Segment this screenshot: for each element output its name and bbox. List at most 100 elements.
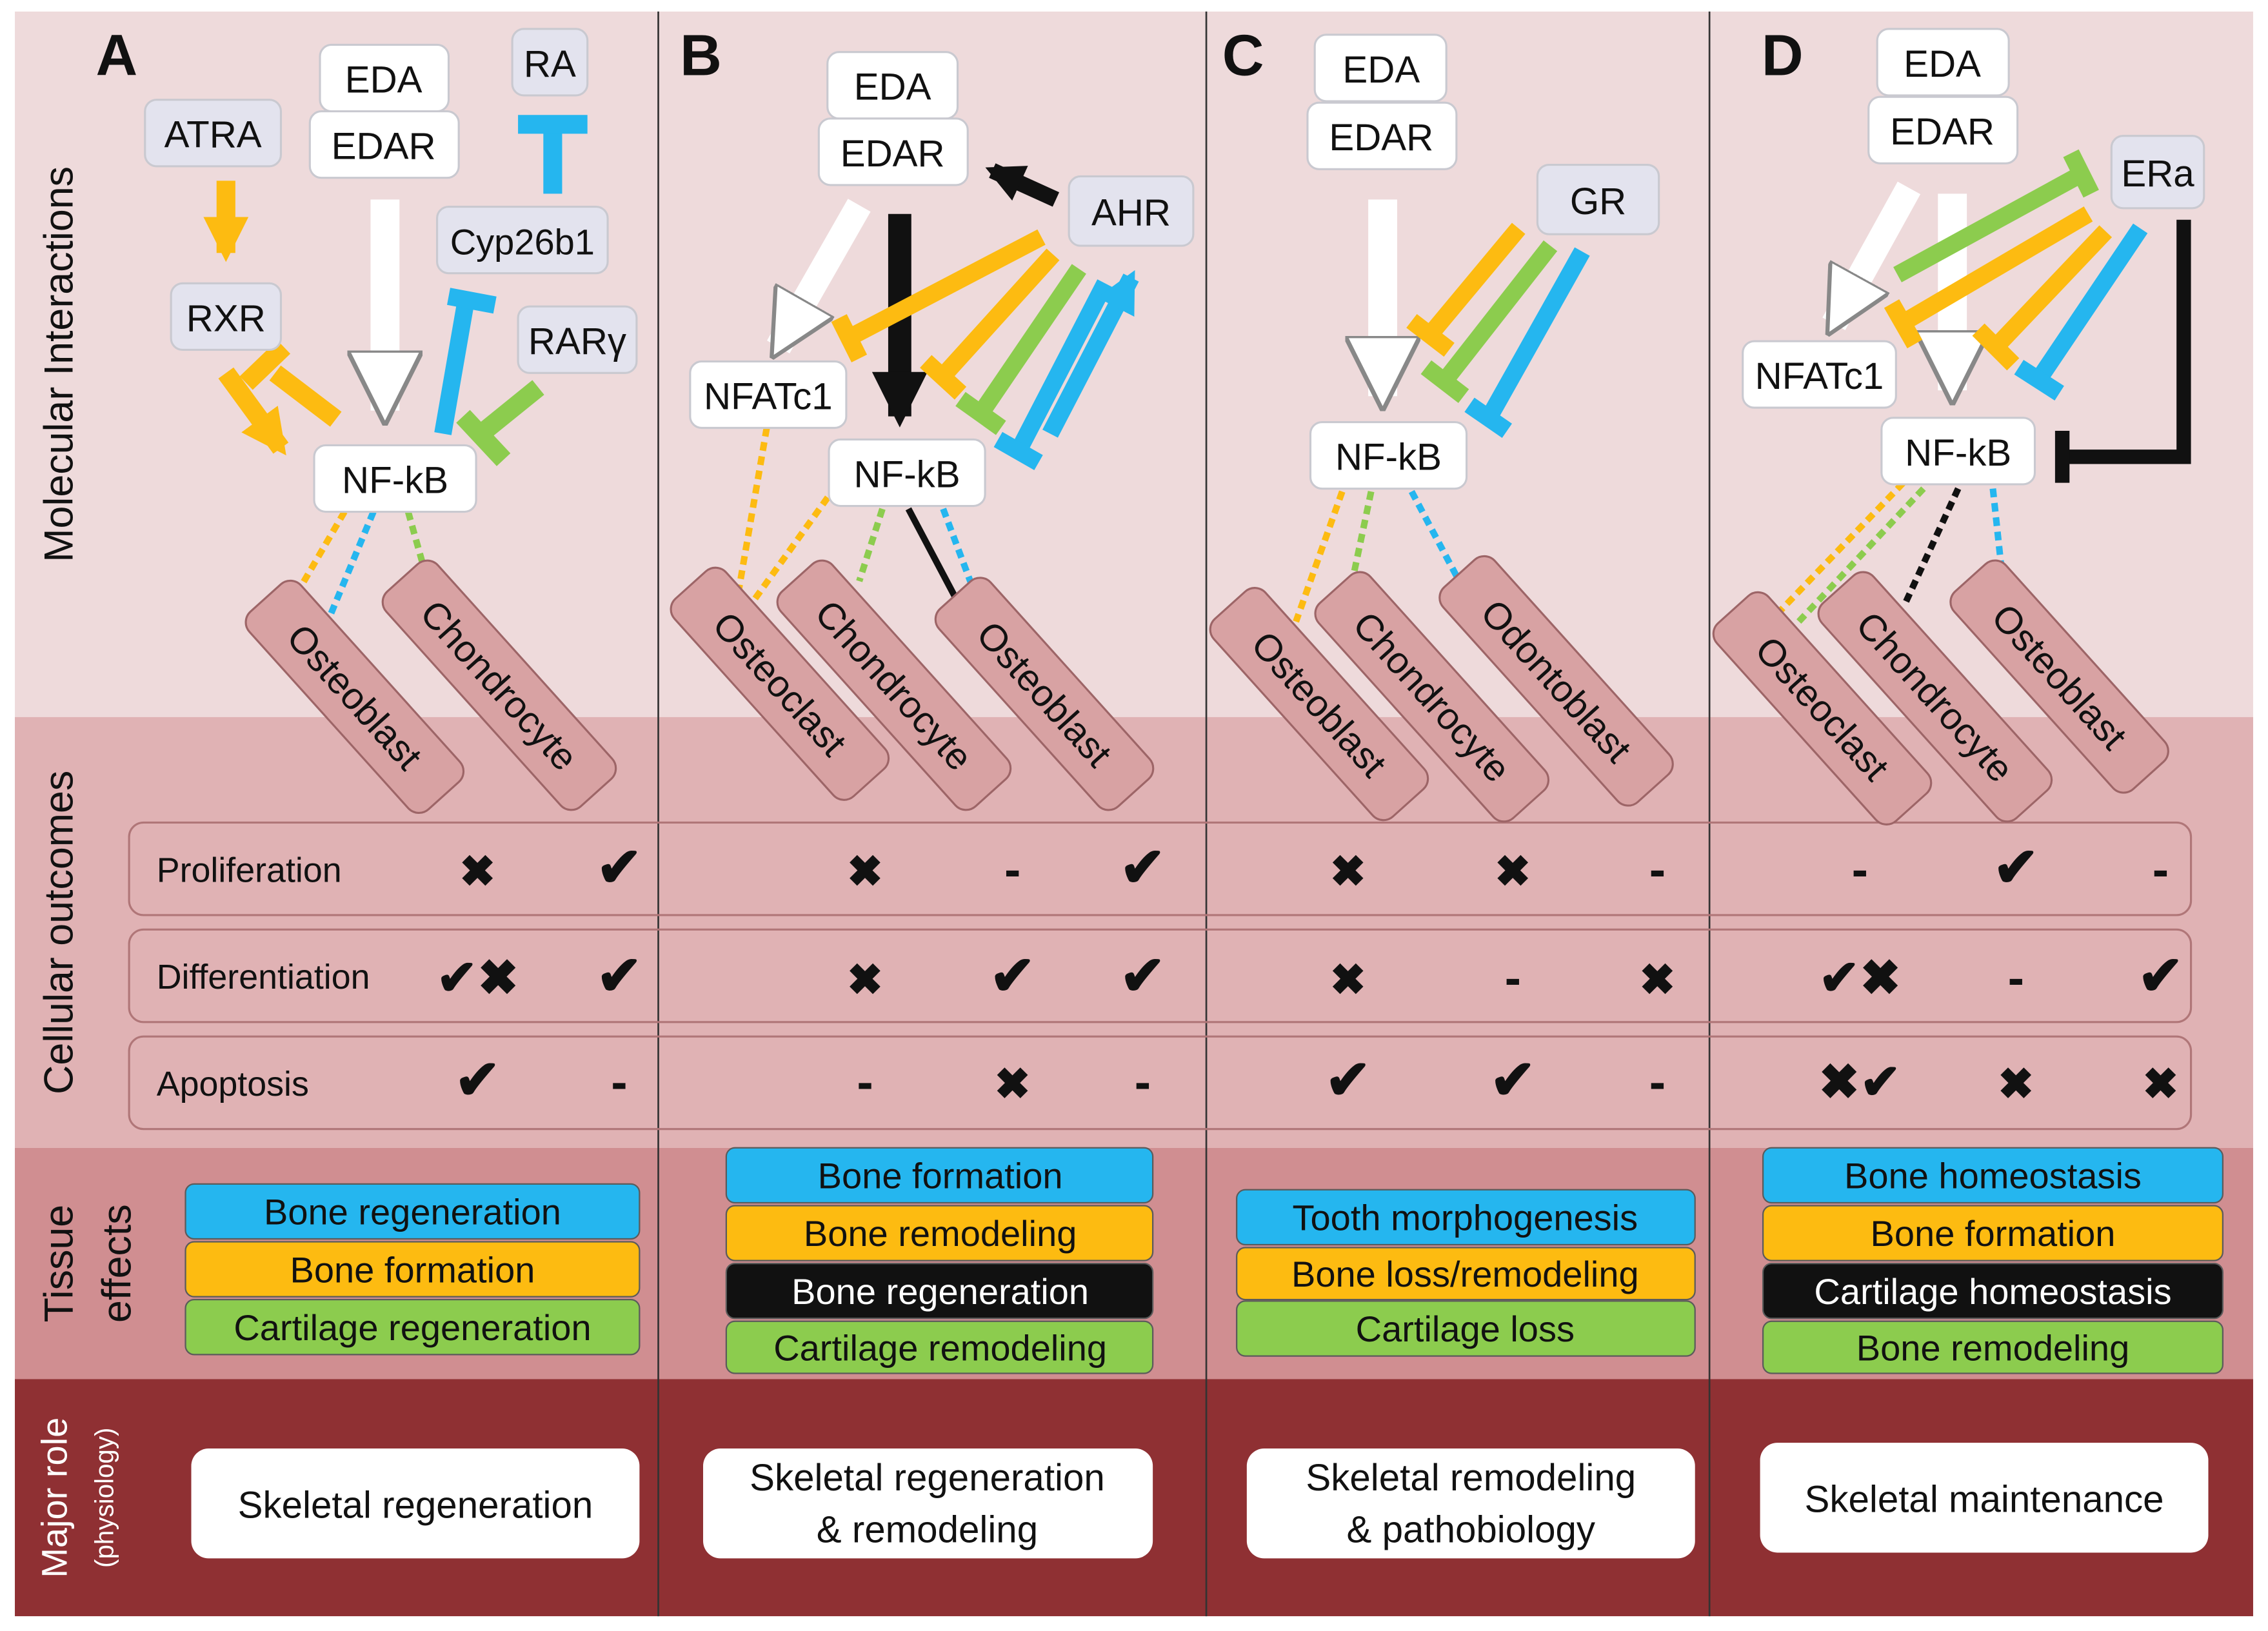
outcome-mark-dash: - <box>2008 951 2024 1005</box>
node-box <box>689 360 848 430</box>
panel-letter-c: C <box>1222 24 1264 88</box>
node-box <box>1309 420 1468 490</box>
outcome-mark-x: ✖ <box>995 1060 1031 1109</box>
ahr-inhibit-nfkb-blue-line <box>1010 279 1113 455</box>
node-box <box>144 99 283 168</box>
outcome-mark-dash: - <box>1852 842 1868 897</box>
effect-label: Cartilage regeneration <box>234 1307 591 1348</box>
outcome-mark-x: ✖ <box>2142 1060 2178 1109</box>
tissue-effects-d: Bone homeostasis Bone formation Cartilag… <box>1762 1147 2224 1374</box>
nfkb-link-chondrocyte-black <box>1903 487 1962 603</box>
effect-bar <box>725 1147 1154 1204</box>
outcome-mark-checkx: ✔✖ <box>436 951 519 1005</box>
outcome-mark-check: ✔ <box>596 945 642 1007</box>
node-edar: EDAR <box>1890 111 1994 153</box>
row-label-tissue-1: Tissue <box>37 1205 82 1322</box>
outcome-mark-check: ✔ <box>2138 945 2183 1007</box>
effect-bar <box>1236 1247 1696 1301</box>
role-box <box>1760 1443 2209 1553</box>
outcome-mark-x: ✖ <box>1330 956 1366 1004</box>
outcome-marks: ✖✔✔✖✔✔-✖-✔✖✔✔-✖-✖✖-✖-✖✔✔--✔-✔✖-✔✖✔✖✖ <box>436 837 2183 1111</box>
nfkb-link-odontoblast-blue <box>1408 489 1464 586</box>
outcome-mark-x: ✖ <box>1330 847 1366 896</box>
row-label-tissue-2: effects <box>94 1204 139 1323</box>
node-box <box>435 205 609 275</box>
outcome-mark-x: ✖ <box>1495 847 1531 896</box>
node-edar: EDAR <box>332 126 436 168</box>
effect-bar <box>725 1320 1154 1374</box>
outcome-mark-xcheck: ✖✔ <box>1818 1055 1901 1110</box>
node-gr: GR <box>1570 181 1626 222</box>
node-ahr: AHR <box>1091 192 1171 234</box>
effect-bar <box>1236 1300 1696 1357</box>
node-eda: EDA <box>1342 49 1420 91</box>
ahr-inhibit-nfkb-green-bar <box>955 391 1006 435</box>
outcome-mark-check: ✔ <box>596 837 642 898</box>
node-box <box>517 305 638 374</box>
gr-inhibit-nfkb-green-bar <box>1420 360 1469 403</box>
era-inhibit-nfkb-blue-bar <box>2014 360 2064 401</box>
outcome-row-box <box>128 928 2193 1023</box>
role-d-line-1: Skeletal maintenance <box>1804 1479 2164 1521</box>
ahr-to-edar-arrow <box>985 163 1060 207</box>
effect-bar <box>184 1241 641 1298</box>
row-label-role-2: (physiology) <box>89 1428 119 1568</box>
node-nfkb: NF-kB <box>1905 432 2011 474</box>
node-nfkb: NF-kB <box>342 459 448 501</box>
outcome-mark-dash: - <box>857 1055 873 1110</box>
role-box <box>191 1448 640 1559</box>
ahr-inhibit-nfkb-green-line <box>973 264 1086 419</box>
node-atra: ATRA <box>164 114 262 156</box>
panel-letter-b: B <box>680 24 722 88</box>
node-eda: EDA <box>854 66 931 108</box>
outcome-label-apoptosis: Apoptosis <box>157 1065 309 1103</box>
panel-d-interactions <box>1759 149 2191 633</box>
rxr-to-nfkb-arrow <box>218 367 289 456</box>
outcome-mark-dash: - <box>1505 951 1521 1005</box>
tissue-effects-b: Bone formation Bone remodeling Bone rege… <box>725 1147 1154 1374</box>
outcome-mark-dash: - <box>611 1055 627 1110</box>
outcome-row-box <box>128 821 2193 916</box>
node-box <box>1867 95 2019 164</box>
node-nfatc1: NFATc1 <box>1755 355 1884 397</box>
nfkb-to-ahr-arrow <box>1042 270 1139 438</box>
rxr-inhibit-nfkb <box>269 365 342 427</box>
outcome-mark-check: ✔ <box>1490 1050 1536 1111</box>
nfkb-link-osteoblast-blue <box>940 508 981 603</box>
role-box <box>1246 1448 1695 1559</box>
node-cyp26b1: Cyp26b1 <box>450 222 595 262</box>
outcome-mark-x: ✖ <box>847 956 883 1004</box>
outcome-mark-x: ✖ <box>459 847 495 896</box>
node-box <box>828 438 986 508</box>
panel-letter-d: D <box>1762 24 1804 88</box>
outcome-mark-check: ✔ <box>1120 945 1166 1007</box>
rxr-inhibit-bar <box>239 340 291 390</box>
gr-inhibit-nfkb-orange-line <box>1425 222 1526 339</box>
nfkb-link-osteoblast-blue <box>327 510 377 617</box>
effect-label: Cartilage loss <box>1356 1309 1575 1349</box>
effect-bar <box>725 1205 1154 1261</box>
effect-bar <box>1762 1205 2224 1261</box>
node-box <box>1068 175 1195 247</box>
nfkb-link-osteoblast-orange <box>1293 490 1346 623</box>
node-edar: EDAR <box>841 133 945 175</box>
panel-letter-a: A <box>96 24 138 88</box>
effect-label: Tooth morphogenesis <box>1293 1198 1638 1238</box>
outcome-mark-checkx: ✔✖ <box>1818 951 1901 1005</box>
node-box <box>1880 417 2036 486</box>
outcome-label-differentiation: Differentiation <box>157 958 370 996</box>
node-box <box>2110 135 2205 210</box>
gr-inhibit-nfkb-orange-bar <box>1406 313 1455 357</box>
cyp-inhibit-nfkb-line <box>434 299 475 435</box>
nfkb-link-chondrocyte-green <box>856 508 886 582</box>
outcome-rows: Proliferation Differentiation Apoptosis <box>128 821 2193 1131</box>
ahr-inhibit-nfatc1-bar <box>831 314 868 362</box>
role-a-line-1: Skeletal regeneration <box>238 1485 593 1527</box>
node-edar: EDAR <box>1329 117 1433 159</box>
nfkb-link-osteoblast-orange <box>281 509 348 618</box>
row-label-cellular: Cellular outcomes <box>37 771 82 1094</box>
outcome-mark-dash: - <box>2153 842 2169 897</box>
role-box <box>703 1448 1153 1559</box>
node-eda: EDA <box>1904 43 1981 85</box>
